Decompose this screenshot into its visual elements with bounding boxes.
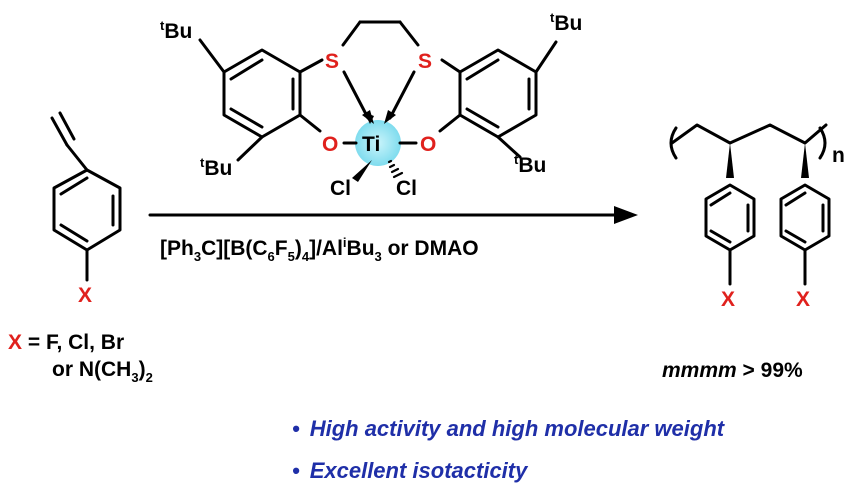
x-definition-line2: or N(CH <box>52 358 131 381</box>
chlorine-right-label: Cl <box>396 177 417 200</box>
oxygen-left-label: O <box>322 133 338 156</box>
tbu-bottom-left: tBu <box>200 155 232 180</box>
ti-highlight <box>355 120 401 166</box>
sulfur-right-label: S <box>418 50 432 73</box>
tbu-top-left: tBu <box>160 18 192 43</box>
polymer-x-right: X <box>796 288 810 311</box>
tbu-top-right: tBu <box>550 10 582 35</box>
x-symbol: X <box>8 331 22 354</box>
svg-text:X = F, Cl, Br: X = F, Cl, Br <box>8 331 124 354</box>
tbu-bottom-right: tBu <box>514 152 546 177</box>
polymer-structure: X X n <box>669 123 845 311</box>
titanium-label: Ti <box>362 133 380 156</box>
oxygen-right-label: O <box>420 133 436 156</box>
svg-text:or N(CH3)2: or N(CH3)2 <box>52 358 153 385</box>
bullet-item: •Excellent isotacticity <box>292 458 529 483</box>
hashed-bond <box>387 159 404 179</box>
repeat-index: n <box>832 144 845 167</box>
sulfur-left-label: S <box>325 50 339 73</box>
polymer-x-left: X <box>721 288 735 311</box>
bullet-item: •High activity and high molecular weight <box>292 416 726 441</box>
tacticity-label: mmmm > 99% <box>662 359 803 382</box>
monomer-x-label: X <box>78 284 92 307</box>
chlorine-left-label: Cl <box>330 177 351 200</box>
reaction-arrow <box>148 206 638 224</box>
reaction-conditions: [Ph3C][B(C6F5)4]/AliBu3 or DMAO <box>160 235 479 264</box>
highlights-list: •High activity and high molecular weight… <box>292 416 726 483</box>
catalyst-structure: S S O O Ti Cl Cl tBu tBu tBu tBu <box>160 10 582 200</box>
monomer-structure: X <box>50 111 122 307</box>
x-definition-line1: = F, Cl, Br <box>22 331 124 354</box>
substituent-definition: X = F, Cl, Br or N(CH3)2 <box>8 331 153 385</box>
